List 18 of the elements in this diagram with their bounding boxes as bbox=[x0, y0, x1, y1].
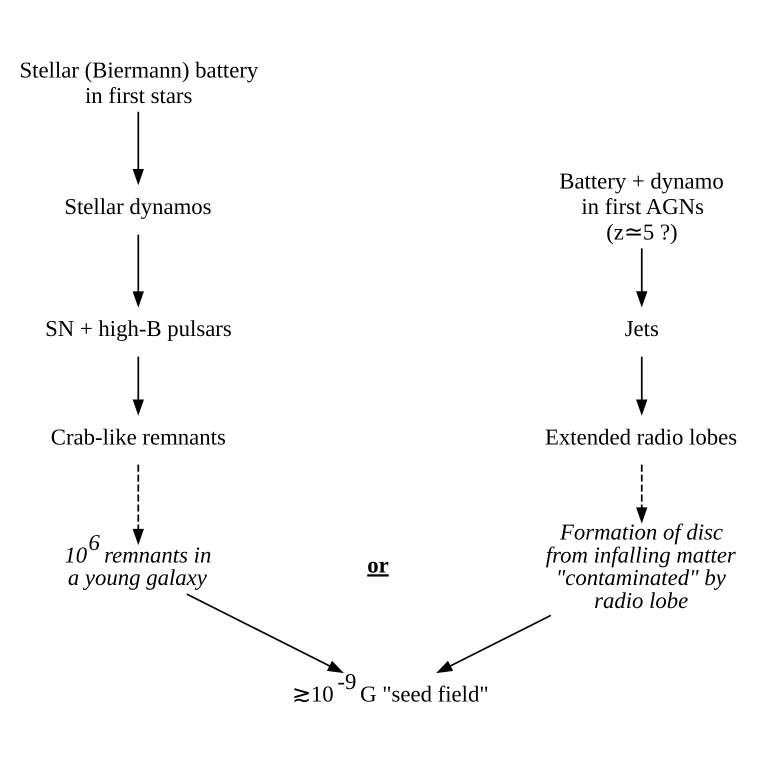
arrow bbox=[636, 356, 648, 416]
node-text: Formation of disc from infalling matter "contaminated" by radio lobe bbox=[546, 520, 736, 613]
label: or bbox=[367, 552, 389, 578]
node-text: Stellar dynamos bbox=[64, 194, 212, 219]
node-text: Extended radio lobes bbox=[545, 424, 738, 450]
arrow bbox=[132, 112, 144, 186]
node-text: Crab-like remnants bbox=[50, 424, 226, 450]
node-text: Battery + dynamo in first AGNs (z≃5 ?) bbox=[559, 168, 724, 244]
arrow bbox=[636, 464, 648, 524]
node-text: Jets bbox=[624, 316, 659, 342]
arrow bbox=[636, 248, 648, 308]
arrow bbox=[132, 234, 144, 308]
arrow bbox=[186, 593, 344, 674]
node-text: SN + high-B pulsars bbox=[45, 316, 232, 342]
arrow bbox=[436, 614, 552, 674]
node-text: Stellar (Biermann) battery in first stars bbox=[20, 57, 258, 108]
arrow bbox=[132, 356, 144, 416]
arrow bbox=[132, 464, 144, 546]
